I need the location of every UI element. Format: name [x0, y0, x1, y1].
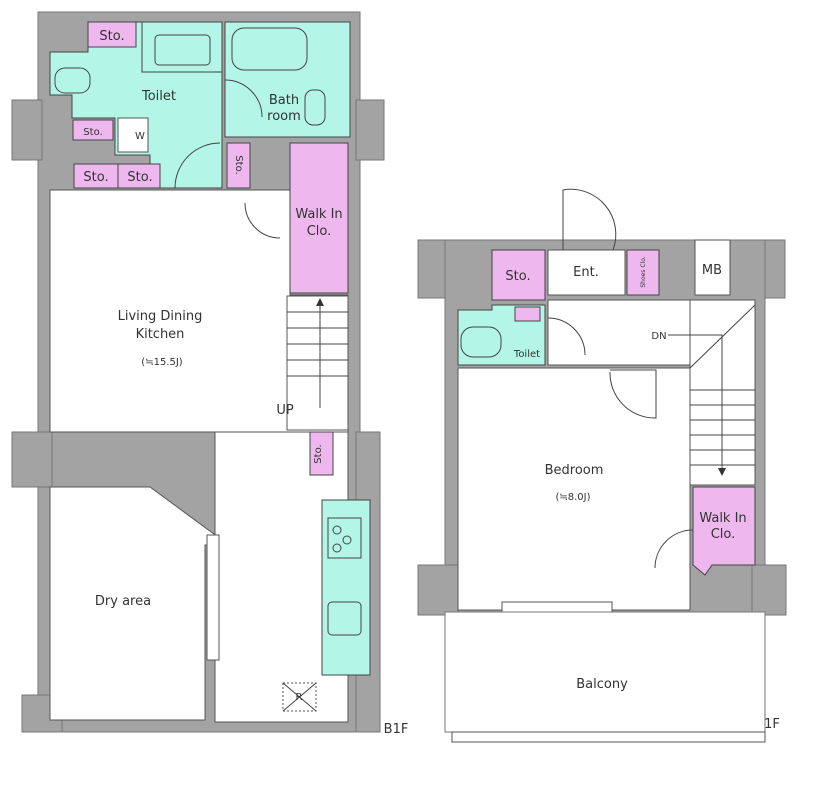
balcony-window — [501, 601, 613, 613]
stove-icon — [327, 517, 362, 559]
storage-kitchen — [309, 431, 334, 476]
entrance — [547, 249, 626, 296]
door-swing — [654, 529, 694, 569]
label-dry-area: Dry area — [95, 594, 151, 609]
storage-b — [117, 163, 161, 189]
label-entrance: Ent. — [573, 265, 599, 280]
label-washer: W — [135, 131, 145, 142]
toilet-storage — [514, 306, 541, 322]
door-swing — [244, 202, 281, 239]
bedroom — [457, 367, 691, 611]
wall-column — [11, 431, 53, 488]
label-refrigerator: R — [296, 692, 303, 703]
sink-icon — [304, 89, 326, 126]
label-walk-in-closet: Clo. — [307, 224, 332, 239]
toilet-icon — [460, 326, 502, 358]
label-stairs-down: DN — [651, 331, 666, 342]
wall-column — [355, 99, 385, 161]
label-ldk: Living Dining — [118, 309, 203, 324]
label-walk-in-closet: Walk In — [699, 511, 746, 526]
window — [206, 534, 220, 661]
stairs-b1f — [286, 295, 349, 431]
label-shoes-closet: Shoes Clo. — [640, 256, 647, 287]
label-toilet: Toilet — [513, 349, 540, 360]
label-storage: Sto. — [313, 444, 324, 463]
label-storage: Sto. — [127, 170, 152, 185]
label-storage: Sto. — [83, 170, 108, 185]
label-meter-box: MB — [702, 263, 722, 278]
fixture-outline — [154, 34, 211, 66]
wall-column — [11, 99, 43, 161]
door-swing — [174, 142, 221, 189]
balcony-railing — [451, 731, 766, 743]
bathtub-icon — [231, 27, 308, 71]
floor-label-b1f: B1F — [384, 722, 409, 737]
balcony — [444, 611, 766, 733]
storage-1f — [491, 249, 546, 301]
label-storage: Sto. — [99, 29, 124, 44]
label-bedroom-size: (≒8.0J) — [555, 492, 590, 503]
wall-column — [417, 564, 459, 616]
label-walk-in-closet: Walk In — [295, 207, 342, 222]
label-stairs-up: UP — [276, 403, 294, 418]
meter-box — [694, 239, 731, 296]
label-toilet: Toilet — [141, 89, 176, 104]
label-ldk: Kitchen — [136, 327, 185, 342]
toilet-icon — [54, 67, 91, 94]
label-storage: Sto. — [83, 127, 102, 138]
stairs-1f — [668, 299, 756, 486]
door-swing — [224, 79, 263, 118]
entrance-door — [562, 188, 617, 251]
floor-label-1f: 1F — [764, 717, 780, 732]
shoes-closet — [626, 249, 660, 296]
storage-top — [87, 21, 137, 48]
door-swing — [547, 317, 586, 356]
floor-1f: Sto. Ent. Shoes Clo. MB Toilet DN Bedroo… — [417, 188, 787, 743]
storage-left — [72, 119, 114, 141]
label-bedroom: Bedroom — [545, 463, 604, 478]
label-ldk-size: (≒15.5J) — [141, 357, 183, 368]
refrigerator-space — [282, 682, 317, 712]
label-balcony: Balcony — [576, 677, 628, 692]
door-swing — [609, 369, 657, 419]
label-storage: Sto. — [505, 269, 530, 284]
label-walk-in-closet: Clo. — [711, 527, 736, 542]
label-bathroom: room — [267, 109, 301, 124]
sink-icon — [327, 601, 362, 636]
walk-in-closet-1f — [692, 486, 756, 576]
walk-in-closet — [289, 142, 349, 294]
floor-b1f: Sto. Toilet Bath room Sto. W Sto. Sto. S… — [11, 11, 409, 737]
bathroom — [224, 21, 351, 138]
kitchen-counter — [321, 499, 371, 676]
label-storage: Sto. — [233, 155, 244, 174]
wall-column — [751, 564, 787, 616]
washer-space — [117, 117, 149, 153]
label-bathroom: Bath — [269, 93, 299, 108]
storage-vertical — [226, 142, 251, 189]
